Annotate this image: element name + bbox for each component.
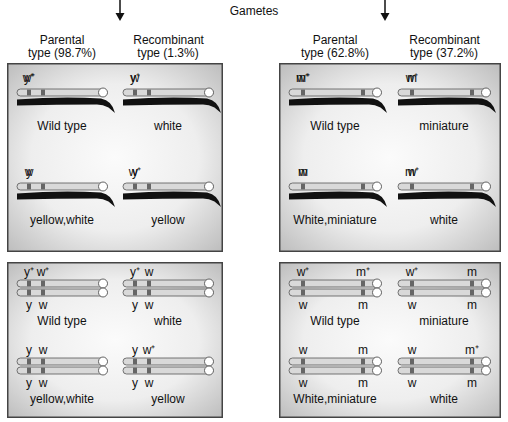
gene-label: w [125,71,145,85]
gene-label: m [462,376,482,390]
chromosome-cell: w⁺mminiature [392,63,497,157]
gene-label: m⁺ [402,165,422,179]
gene-label: m [353,376,373,390]
gene-label: w [33,343,53,357]
gene-label: w⁺ [139,343,159,357]
phenotype-label: yellow [113,392,223,406]
chromosome-cell: w⁺m⁺wmWild type [283,262,388,340]
gene-label: m⁺ [462,343,482,357]
chromosome-cell: yw⁺yellow [117,157,219,251]
figure-label: Gametes [204,4,304,18]
gene-label: w [293,298,313,312]
phenotype-label: White,miniature [279,392,391,406]
gene-label: y [19,298,39,312]
gene-label: w [293,343,313,357]
gene-label: w [19,165,39,179]
chromosome-cell: w⁺m⁺Wild type [283,63,388,157]
gene-label: m [462,298,482,312]
phenotype-label: Wild type [279,314,391,328]
chromosome-cell: wmWhite,miniature [283,157,388,251]
phenotype-label: white [113,314,223,328]
chromosome-cell: y⁺wwhite [117,63,219,157]
gene-label: y [125,343,145,357]
gene-label: m [402,71,422,85]
chromosome-cell: wmwmWhite,miniature [283,340,388,418]
gene-label: w⁺ [402,265,422,279]
down-arrow [119,0,121,14]
panel-heading: Recombinant type (37.2%) [409,34,479,60]
arrow-head [116,13,125,21]
down-arrow [384,0,386,14]
gene-label: y⁺ [19,265,39,279]
gene-label: y [19,343,39,357]
gamete-panel: Parental type (62.8%)Recombinant type (3… [279,63,501,252]
phenotype-label: white [388,213,500,227]
gene-label: w [402,376,422,390]
gene-label: y [125,376,145,390]
gene-label: m [462,265,482,279]
gamete-arrows [116,0,390,21]
gamete-panel: y⁺w⁺ywWild typey⁺wywwhiteywywyellow,whit… [7,262,223,418]
chromosome-cell: wm⁺wmwhite [392,340,497,418]
gene-label: w [33,298,53,312]
gene-label: w⁺ [293,265,313,279]
gene-label: y [19,376,39,390]
chromosome-cell: y⁺w⁺Wild type [11,63,113,157]
panel-heading: Parental type (62.8%) [300,34,370,60]
gene-label: w [139,265,159,279]
gene-label: y [125,298,145,312]
phenotype-label: White,miniature [279,213,391,227]
chromosome-cell: y⁺w⁺ywWild type [11,262,113,340]
gene-label: m [353,298,373,312]
gene-label: m [353,343,373,357]
gene-label: w [402,298,422,312]
gene-label: w [293,376,313,390]
phenotype-label: yellow,white [7,213,117,227]
phenotype-label: white [113,119,223,133]
chromosome-cell: ywyellow,white [11,157,113,251]
gene-label: w⁺ [19,71,39,85]
chromosome-cell: w⁺mwmminiature [392,262,497,340]
chromosome-cell: yw⁺ywyellow [117,340,219,418]
gene-label: y⁺ [125,265,145,279]
panel-heading: Parental type (98.7%) [27,34,97,60]
phenotype-label: Wild type [279,119,391,133]
gamete-panel: Parental type (98.7%)Recombinant type (1… [7,63,223,252]
phenotype-label: yellow [113,213,223,227]
gene-label: m⁺ [353,265,373,279]
phenotype-label: miniature [388,119,500,133]
gene-label: w [139,298,159,312]
chromosome-cell: y⁺wywwhite [117,262,219,340]
phenotype-label: miniature [388,314,500,328]
gene-label: w [139,376,159,390]
arrow-head [381,13,390,21]
chromosome-cell: wm⁺white [392,157,497,251]
phenotype-label: white [388,392,500,406]
gamete-panel: w⁺m⁺wmWild typew⁺mwmminiaturewmwmWhite,m… [279,262,501,418]
gene-label: w⁺ [125,165,145,179]
gene-label: w [33,376,53,390]
phenotype-label: yellow,white [7,392,117,406]
phenotype-label: Wild type [7,119,117,133]
gene-label: m [293,165,313,179]
chromosome-cell: ywywyellow,white [11,340,113,418]
panel-heading: Recombinant type (1.3%) [133,34,203,60]
gene-label: w⁺ [33,265,53,279]
gene-label: m⁺ [293,71,313,85]
phenotype-label: Wild type [7,314,117,328]
gene-label: w [402,343,422,357]
